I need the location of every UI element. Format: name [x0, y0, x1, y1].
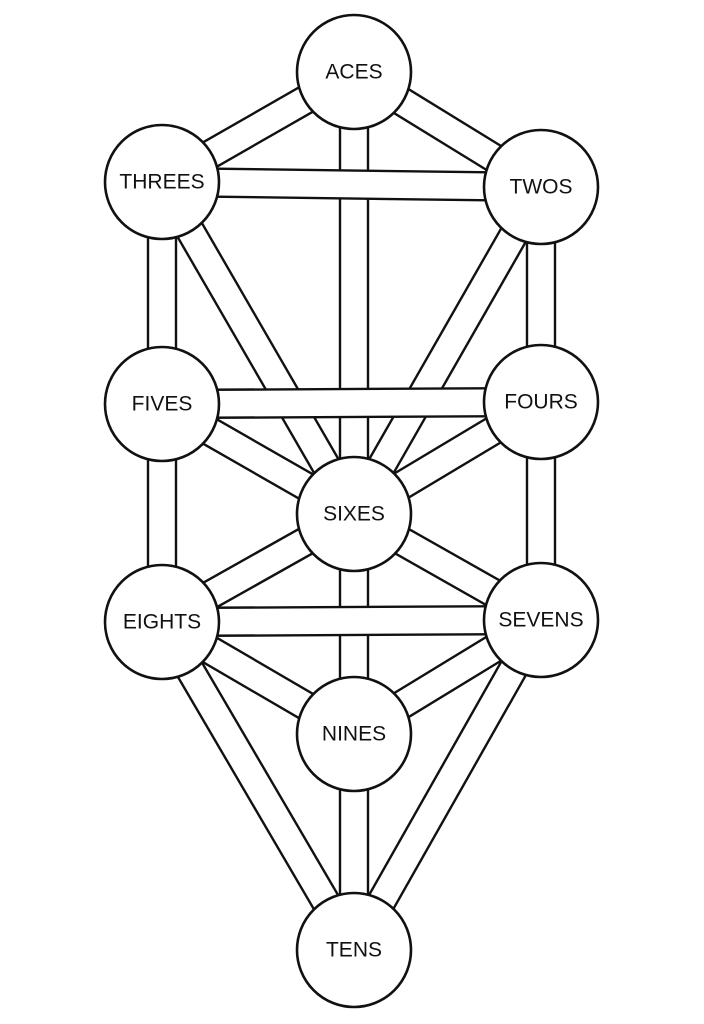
node-label: SEVENS: [498, 609, 583, 632]
path-sevens-tens: [340, 612, 555, 958]
path-edge-line: [173, 174, 368, 508]
path-edge-line: [162, 166, 542, 175]
path-twos-sixes: [340, 179, 555, 522]
node-label: THREES: [119, 171, 204, 194]
node-circle: [295, 13, 413, 131]
node-label: NINES: [322, 723, 386, 746]
node-threes: THREES: [103, 123, 221, 241]
node-label: SIXES: [323, 503, 385, 526]
path-edge-line: [365, 193, 555, 522]
path-band: [341, 180, 554, 521]
path-edge-line: [162, 414, 542, 420]
node-tens: TENS: [295, 891, 413, 1009]
path-band: [161, 388, 542, 418]
node-circle: [103, 345, 221, 463]
path-twos-threes: [161, 166, 542, 203]
node-aces: ACES: [295, 13, 413, 131]
path-edge-line: [365, 626, 555, 958]
node-circle: [482, 343, 600, 461]
node-circle: [103, 123, 221, 241]
node-label: FOURS: [504, 391, 578, 414]
node-circle: [295, 455, 413, 573]
path-aces-sixes: [338, 72, 370, 514]
path-band: [149, 174, 367, 522]
path-edge-line: [148, 628, 343, 958]
node-circle: [295, 675, 413, 793]
path-sevens-eights: [161, 604, 542, 638]
path-band: [161, 168, 542, 201]
path-edge-line: [162, 632, 542, 638]
path-edge-line: [161, 194, 541, 203]
node-circle: [103, 563, 221, 681]
node-circle: [482, 128, 600, 246]
path-eights-tens: [148, 614, 368, 958]
node-label: EIGHTS: [123, 611, 201, 634]
node-circle: [295, 891, 413, 1009]
path-band: [340, 72, 368, 514]
path-threes-sixes: [148, 174, 368, 522]
node-fours: FOURS: [482, 343, 600, 461]
node-nines: NINES: [295, 675, 413, 793]
path-edge-line: [340, 612, 530, 944]
node-fives: FIVES: [103, 345, 221, 463]
node-label: FIVES: [132, 393, 193, 416]
node-circle: [482, 561, 600, 679]
path-fours-fives: [161, 386, 542, 420]
path-edge-line: [173, 614, 368, 944]
node-label: TENS: [326, 939, 382, 962]
node-sevens: SEVENS: [482, 561, 600, 679]
node-label: ACES: [325, 61, 382, 84]
node-sixes: SIXES: [295, 455, 413, 573]
path-band: [341, 613, 554, 957]
path-band: [149, 614, 367, 958]
path-edge-line: [161, 386, 541, 392]
node-label: TWOS: [510, 176, 573, 199]
path-edge-line: [148, 188, 343, 522]
node-twos: TWOS: [482, 128, 600, 246]
path-band: [161, 606, 542, 636]
path-edge-line: [340, 179, 530, 508]
nodes-layer: ACES TWOS THREES FOURS FIVES SIXES SEVENS EIGHT…: [103, 13, 600, 1009]
node-eights: EIGHTS: [103, 563, 221, 681]
path-edge-line: [161, 604, 541, 610]
